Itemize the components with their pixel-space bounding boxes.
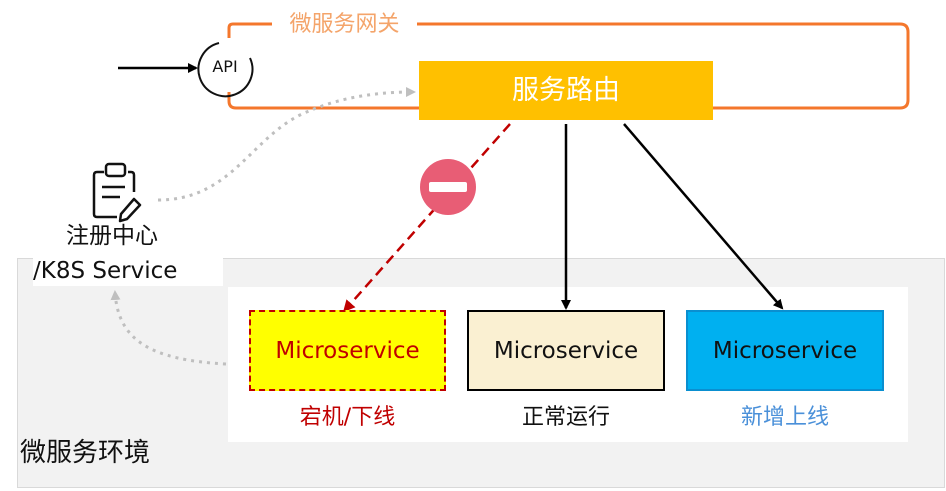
environment-label: 微服务环境 <box>20 438 151 468</box>
microservice-down-box: Microservice <box>249 310 446 391</box>
gateway-label: 微服务网关 <box>272 10 417 40</box>
status-new-label: 新增上线 <box>740 405 829 430</box>
gateway-border <box>227 22 910 110</box>
microservice-running-box: Microservice <box>467 310 665 391</box>
registry-to-router-connector <box>157 87 416 202</box>
route-to-new-service-arrow <box>623 123 784 310</box>
api-label: API <box>212 57 238 76</box>
clipboard-pencil-icon <box>92 162 142 223</box>
service-to-registry-connector <box>110 290 227 366</box>
blocked-icon <box>420 159 476 215</box>
status-down-label: 宕机/下线 <box>299 405 396 430</box>
k8s-service-label: /K8S Service <box>33 256 223 286</box>
api-circle <box>197 42 254 98</box>
registry-label: 注册中心 <box>66 223 158 249</box>
service-router-box: 服务路由 <box>419 61 713 120</box>
status-running-label: 正常运行 <box>521 405 610 430</box>
microservice-new-box: Microservice <box>686 310 884 391</box>
blocked-route-arrow <box>343 123 511 313</box>
